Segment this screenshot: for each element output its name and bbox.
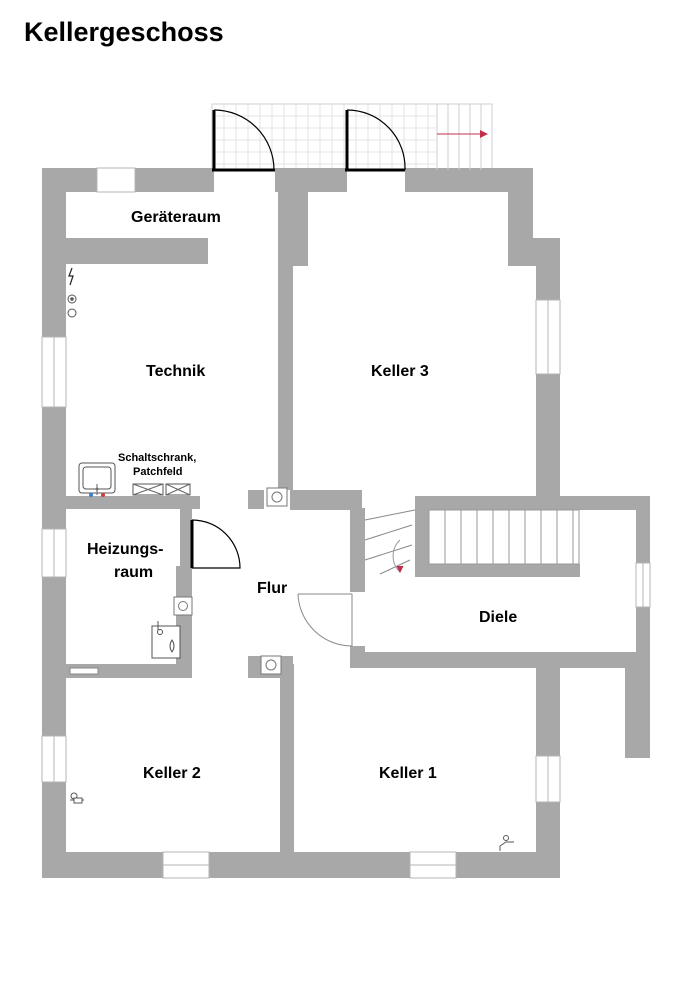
chimney-icon	[173, 487, 288, 675]
door-heizung	[190, 519, 241, 569]
room-label-flur: Flur	[257, 580, 287, 597]
lightning-icon	[68, 267, 74, 286]
room-label-heizung-1: Heizungs-	[87, 541, 163, 558]
room-label-schaltschrank: Schaltschrank,	[118, 452, 196, 464]
meter-icon	[70, 792, 84, 804]
room-label-technik: Technik	[146, 363, 205, 380]
room-label-keller1: Keller 1	[379, 765, 437, 782]
water-tap-icon	[499, 835, 514, 851]
drain-icon	[69, 667, 99, 675]
room-labels: Geräteraum Technik Keller 3 Schaltschran…	[87, 209, 517, 782]
plan-title: Kellergeschoss	[24, 17, 224, 47]
phone-icon	[67, 308, 77, 318]
windows	[41, 167, 651, 879]
room-label-diele: Diele	[479, 609, 517, 626]
sink-icon	[78, 462, 116, 497]
door-terrace-left	[212, 109, 275, 172]
stairs	[364, 104, 580, 575]
door-diele	[297, 593, 353, 647]
window-garage	[96, 167, 136, 193]
terrace-tiles	[211, 103, 493, 171]
room-label-patchfeld: Patchfeld	[133, 466, 183, 478]
switch-cabinet-icon	[132, 483, 191, 496]
room-label-keller2: Keller 2	[143, 765, 201, 782]
boiler-icon	[151, 621, 181, 659]
room-label-keller3: Keller 3	[371, 363, 429, 380]
room-label-geraeteraum: Geräteraum	[131, 209, 221, 226]
fixtures	[67, 267, 514, 851]
stair-arrow-icon	[396, 565, 404, 574]
room-label-heizung-2: raum	[114, 564, 153, 581]
door-terrace-right	[345, 109, 406, 172]
